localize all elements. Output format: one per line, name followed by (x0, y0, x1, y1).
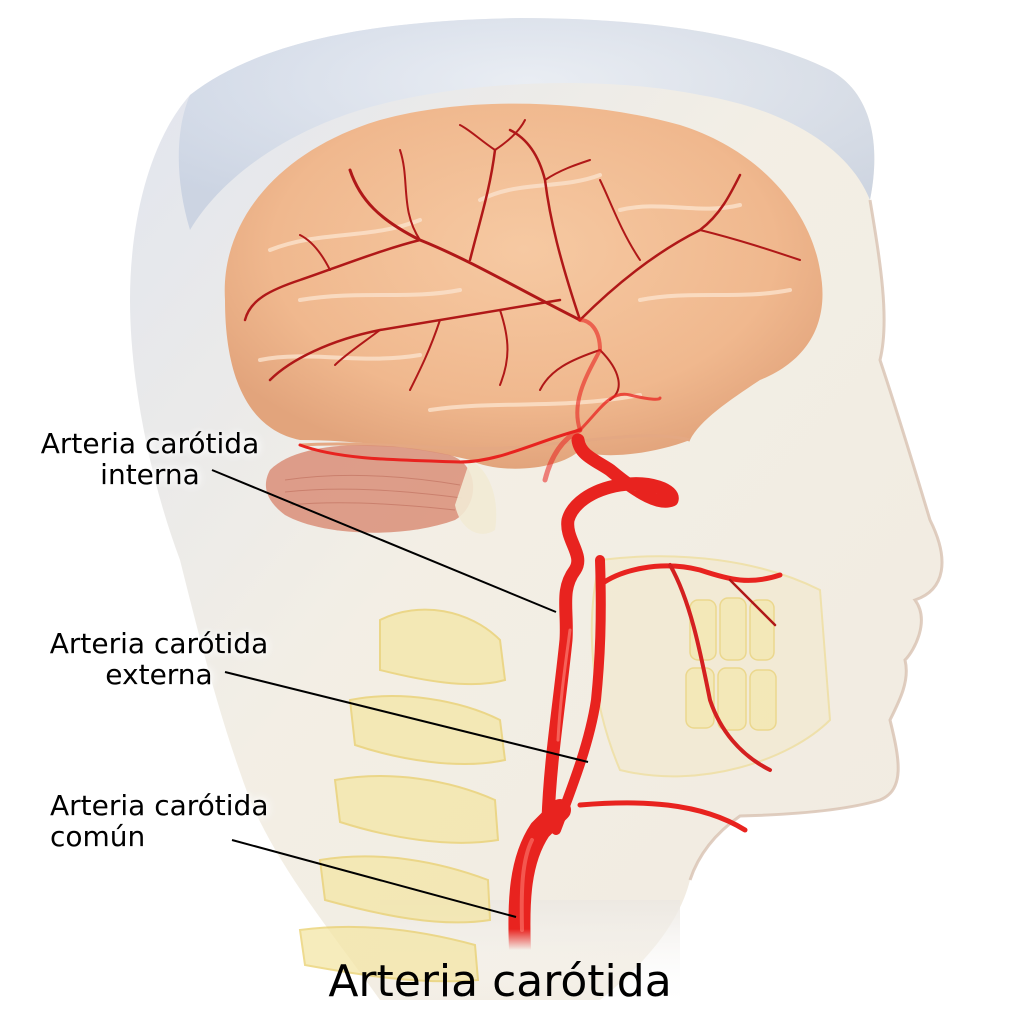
leader-lines (211, 469, 589, 918)
leader-line-common (231, 839, 517, 918)
brain (224, 103, 823, 534)
label-internal-line2: interna (100, 458, 200, 491)
label-common-line1: Arteria carótida (50, 789, 269, 822)
cervical-spine (298, 608, 507, 983)
label-external-line2: externa (105, 658, 213, 691)
figure-title: Arteria carótida (328, 956, 672, 1007)
posterior-arteries (298, 318, 662, 483)
label-common-line2: común (50, 820, 146, 853)
cerebral-arteries (243, 119, 801, 401)
leader-line-external (224, 671, 589, 763)
leader-line-internal (211, 469, 557, 613)
jaw-and-teeth (590, 555, 832, 778)
label-external-line1: Arteria carótida (49, 627, 269, 660)
label-external-carotid: Arteria carótida externa (24, 628, 294, 690)
label-internal-carotid: Arteria carótida interna (14, 428, 286, 490)
label-common-carotid: Arteria carótida común (50, 790, 320, 852)
label-internal-line1: Arteria carótida (40, 427, 260, 460)
carotid-arteries (508, 433, 783, 971)
